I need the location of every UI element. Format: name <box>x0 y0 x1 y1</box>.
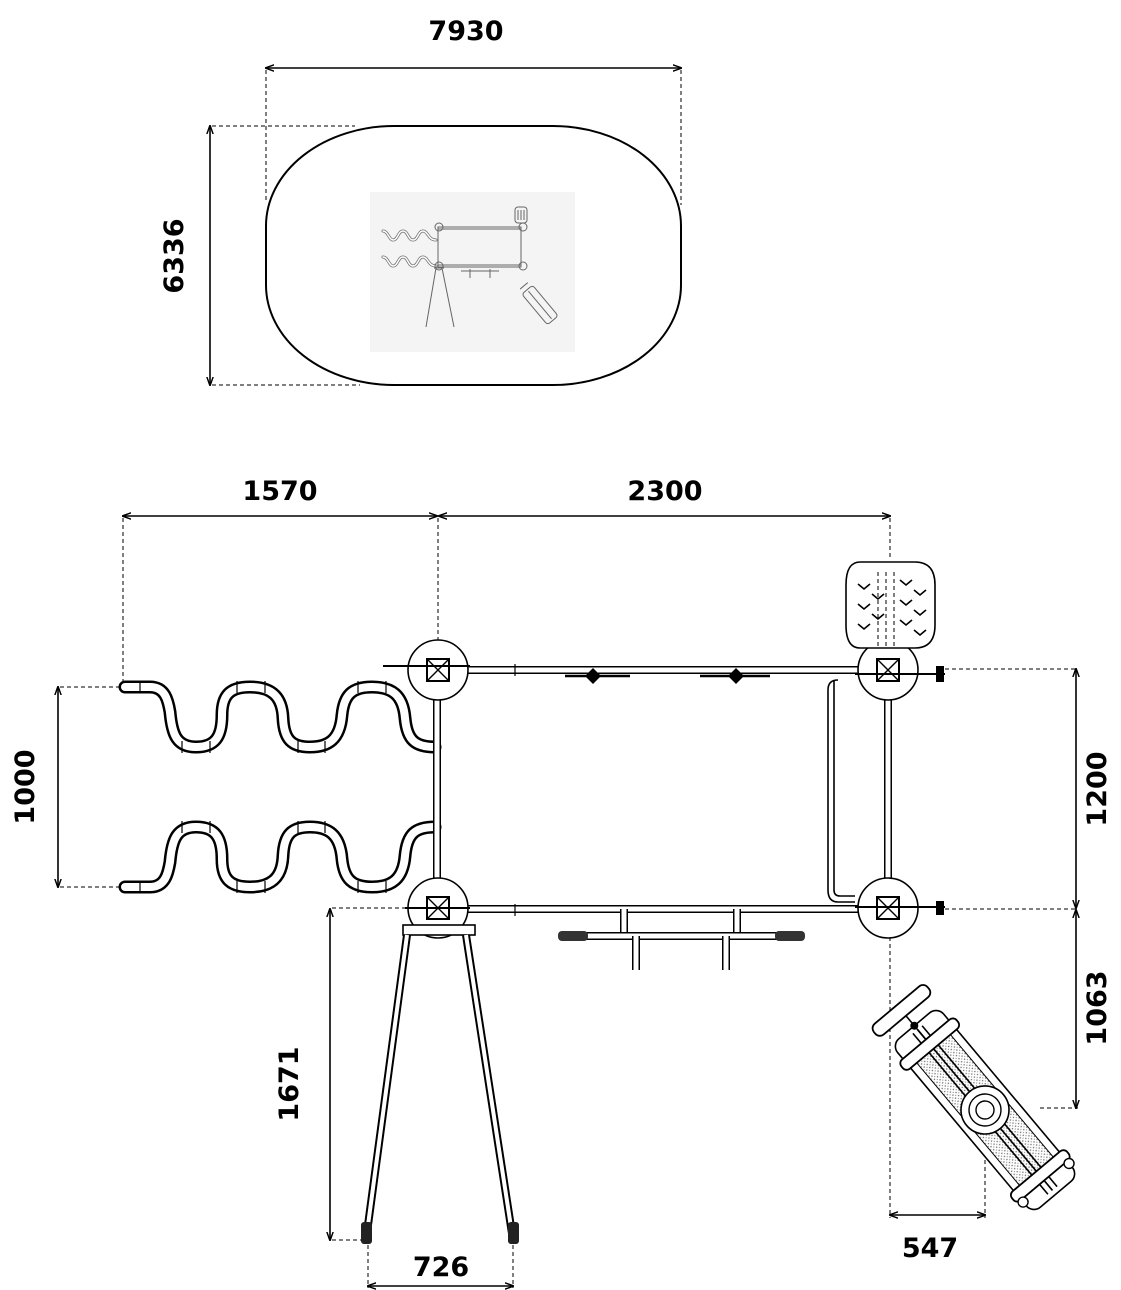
overview-plan: 7930 6336 <box>159 16 682 386</box>
crawl-tunnel-width-label: 1570 <box>242 476 317 507</box>
step-bars <box>558 909 805 970</box>
main-plan: 1570 2300 1000 1200 1063 1671 726 547 <box>10 476 1113 1288</box>
crawl-tunnel-lower <box>125 827 435 887</box>
crawl-tunnel-upper <box>125 687 435 747</box>
slanted-ladder <box>361 924 519 1244</box>
corner-post-back-right <box>855 877 945 939</box>
balance-board <box>871 984 1076 1211</box>
corner-post-front-right <box>855 639 945 701</box>
overall-width-label: 7930 <box>428 16 503 47</box>
tube-segment-marks <box>139 681 387 893</box>
climbing-panel <box>845 561 936 649</box>
corner-post-back-left <box>405 877 470 939</box>
board-offset-label: 1063 <box>1082 970 1113 1045</box>
monkey-bar-fittings <box>514 664 770 916</box>
frame-length-label: 2300 <box>627 476 702 507</box>
equipment-miniature <box>370 192 575 352</box>
ladder-width-label: 726 <box>413 1252 469 1283</box>
ladder-length-label: 1671 <box>274 1046 305 1121</box>
frame-width-label: 1200 <box>1082 751 1113 826</box>
corner-post-front-left <box>383 639 470 701</box>
frame-rails <box>383 665 945 915</box>
tunnel-spacing-label: 1000 <box>10 749 41 824</box>
board-offset-x-label: 547 <box>902 1233 958 1264</box>
safety-zone-outline <box>265 125 682 386</box>
overall-depth-label: 6336 <box>159 218 190 293</box>
